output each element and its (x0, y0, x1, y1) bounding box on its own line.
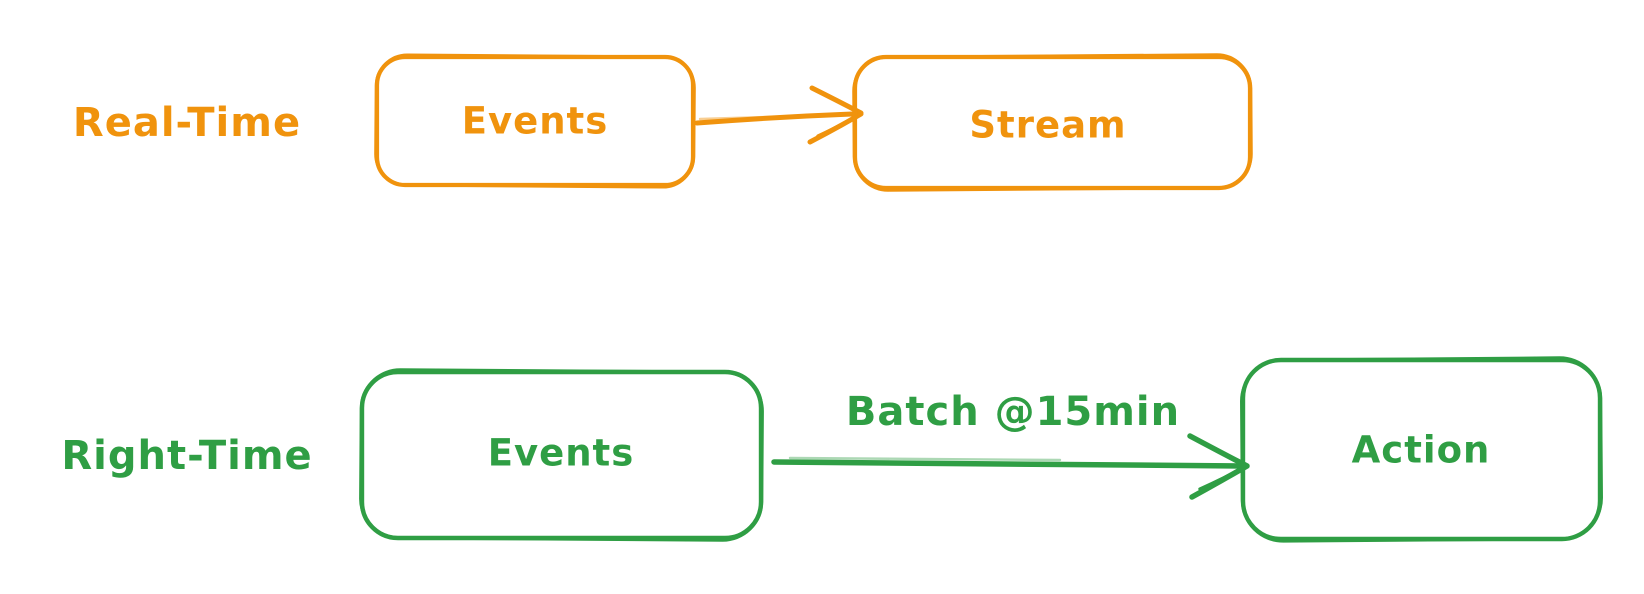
node-box-action (1240, 356, 1603, 543)
row-label-right-time: Right-Time (61, 433, 313, 479)
node-box-events-realtime (374, 53, 696, 189)
node-label-action: Action (1351, 428, 1491, 472)
node-label-stream: Stream (969, 103, 1127, 147)
node-box-events-righttime (359, 368, 764, 542)
node-label-events-realtime: Events (461, 99, 609, 143)
arrow-line (694, 111, 855, 126)
row-label-real-time: Real-Time (72, 100, 302, 146)
node-box-stream (852, 53, 1253, 192)
arrow-events-to-stream (694, 85, 864, 145)
node-label-events-righttime: Events (487, 431, 635, 475)
arrow-line (771, 459, 1246, 469)
edge-label-batch-15min: Batch @15min (845, 389, 1181, 435)
arrow-events-to-action (771, 433, 1250, 500)
